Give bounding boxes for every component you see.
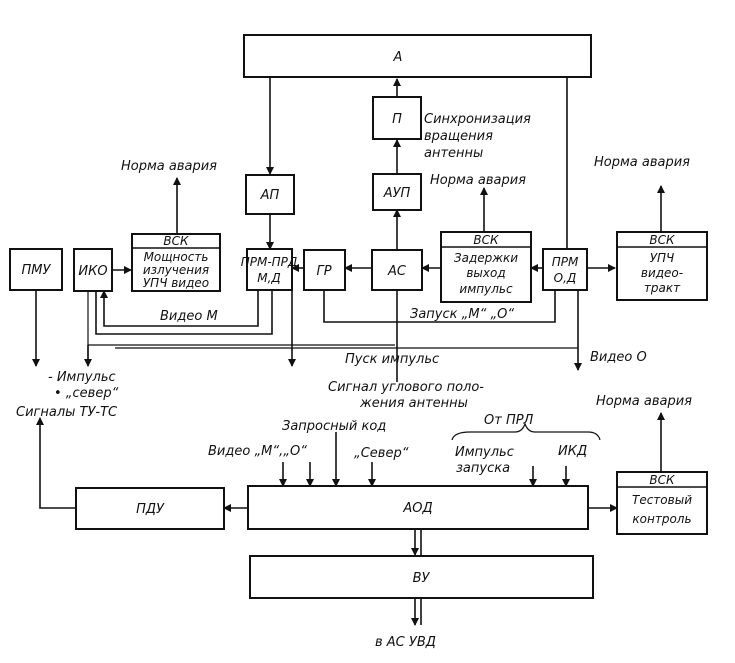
label-impuls-zapuska-2: запуска: [456, 461, 510, 476]
block-a-label: А: [393, 50, 403, 65]
block-gr-label: ГР: [316, 264, 331, 279]
block-prm-od-line2: О,Д: [554, 271, 577, 285]
block-prm-od-line1: ПРМ: [552, 255, 579, 269]
label-video-o: Видео О: [590, 350, 647, 365]
label-sever: „Север“: [354, 446, 409, 461]
label-signal-uglovogo-2: жения антенны: [359, 396, 468, 411]
block-vsk3-title: ВСК: [649, 233, 675, 247]
label-ikd: ИКД: [558, 444, 587, 459]
connections: [32, 70, 665, 626]
block-a: А: [243, 34, 592, 78]
block-vsk2-line3: импульс: [459, 282, 513, 296]
block-gr: ГР: [303, 249, 346, 291]
block-vsk2: ВСК Задержки выход импульс: [440, 231, 532, 303]
label-video-m: Видео М: [160, 309, 218, 324]
block-as-label: АС: [387, 264, 407, 279]
block-pdu: ПДУ: [75, 487, 225, 530]
block-vsk2-line1: Задержки: [454, 251, 518, 265]
block-aup-label: АУП: [383, 186, 411, 201]
annotations: Синхронизация вращения антенны Норма ава…: [16, 112, 692, 650]
block-vsk3: ВСК УПЧ видео- тракт: [616, 231, 708, 301]
block-prm-prd-line1: ПРМ-ПРД: [241, 255, 298, 269]
block-vsk4: ВСК Тестовый контроль: [616, 471, 708, 535]
label-impuls: - Импульс: [48, 370, 116, 385]
block-aup: АУП: [372, 173, 422, 211]
label-zaprosny-kod: Запросный код: [282, 419, 386, 434]
label-sync-3: антенны: [424, 146, 483, 161]
block-vsk1-line1: Мощность: [144, 250, 209, 264]
label-norma-avaria-1: Норма авария: [121, 159, 217, 174]
block-as: АС: [371, 249, 423, 291]
block-vsk3-line1: УПЧ: [650, 251, 675, 265]
block-p-label: П: [392, 112, 402, 127]
block-vsk4-line2: контроль: [632, 512, 691, 526]
label-ot-prl: От ПРЛ: [484, 413, 534, 428]
block-pmu: ПМУ: [9, 248, 63, 291]
block-iko: ИКО: [73, 248, 113, 292]
block-ap-label: АП: [260, 188, 280, 203]
block-iko-label: ИКО: [78, 264, 107, 279]
block-vsk1-line2: излучения: [143, 263, 209, 277]
block-vsk2-line2: выход: [466, 266, 505, 280]
block-ap: АП: [245, 174, 295, 215]
label-signal-uglovogo-1: Сигнал углового поло-: [328, 380, 484, 395]
block-prm-od: ПРМ О,Д: [542, 248, 588, 291]
block-aod: АОД: [247, 485, 589, 530]
label-norma-avaria-3: Норма авария: [594, 155, 690, 170]
block-vu: ВУ: [249, 555, 594, 599]
label-signaly-tu-ts: Сигналы ТУ-ТС: [16, 405, 118, 420]
block-vsk4-title: ВСК: [649, 473, 675, 487]
block-pdu-label: ПДУ: [136, 502, 165, 517]
block-vsk2-title: ВСК: [473, 233, 499, 247]
label-v-as-uvd: в АС УВД: [375, 635, 436, 650]
block-vsk1: ВСК Мощность излучения УПЧ видео: [131, 233, 221, 292]
label-norma-avaria-2: Норма авария: [430, 173, 526, 188]
block-prm-prd: ПРМ-ПРД М,Д: [241, 248, 298, 291]
label-sync-2: вращения: [424, 129, 493, 144]
block-vsk1-title: ВСК: [163, 234, 189, 248]
label-sync-1: Синхронизация: [424, 112, 531, 127]
block-pmu-label: ПМУ: [22, 263, 52, 278]
block-vu-label: ВУ: [413, 571, 431, 586]
block-vsk1-line3: УПЧ видео: [143, 276, 209, 290]
block-vsk3-line3: тракт: [644, 281, 681, 295]
label-impuls-zapuska-1: Импульс: [455, 445, 514, 460]
label-norma-avaria-4: Норма авария: [596, 394, 692, 409]
label-pusk-impuls: Пуск импульс: [345, 352, 439, 367]
block-prm-prd-line2: М,Д: [257, 271, 281, 285]
label-zapusk: Запуск „М“ „О“: [410, 307, 514, 322]
block-vsk3-line2: видео-: [641, 266, 683, 280]
block-aod-label: АОД: [402, 501, 432, 516]
block-vsk4-line1: Тестовый: [632, 493, 692, 507]
label-video-mo: Видео „М“,„О“: [208, 444, 307, 459]
block-p: П: [372, 96, 422, 140]
label-sever-quoted: • „север“: [54, 386, 119, 401]
